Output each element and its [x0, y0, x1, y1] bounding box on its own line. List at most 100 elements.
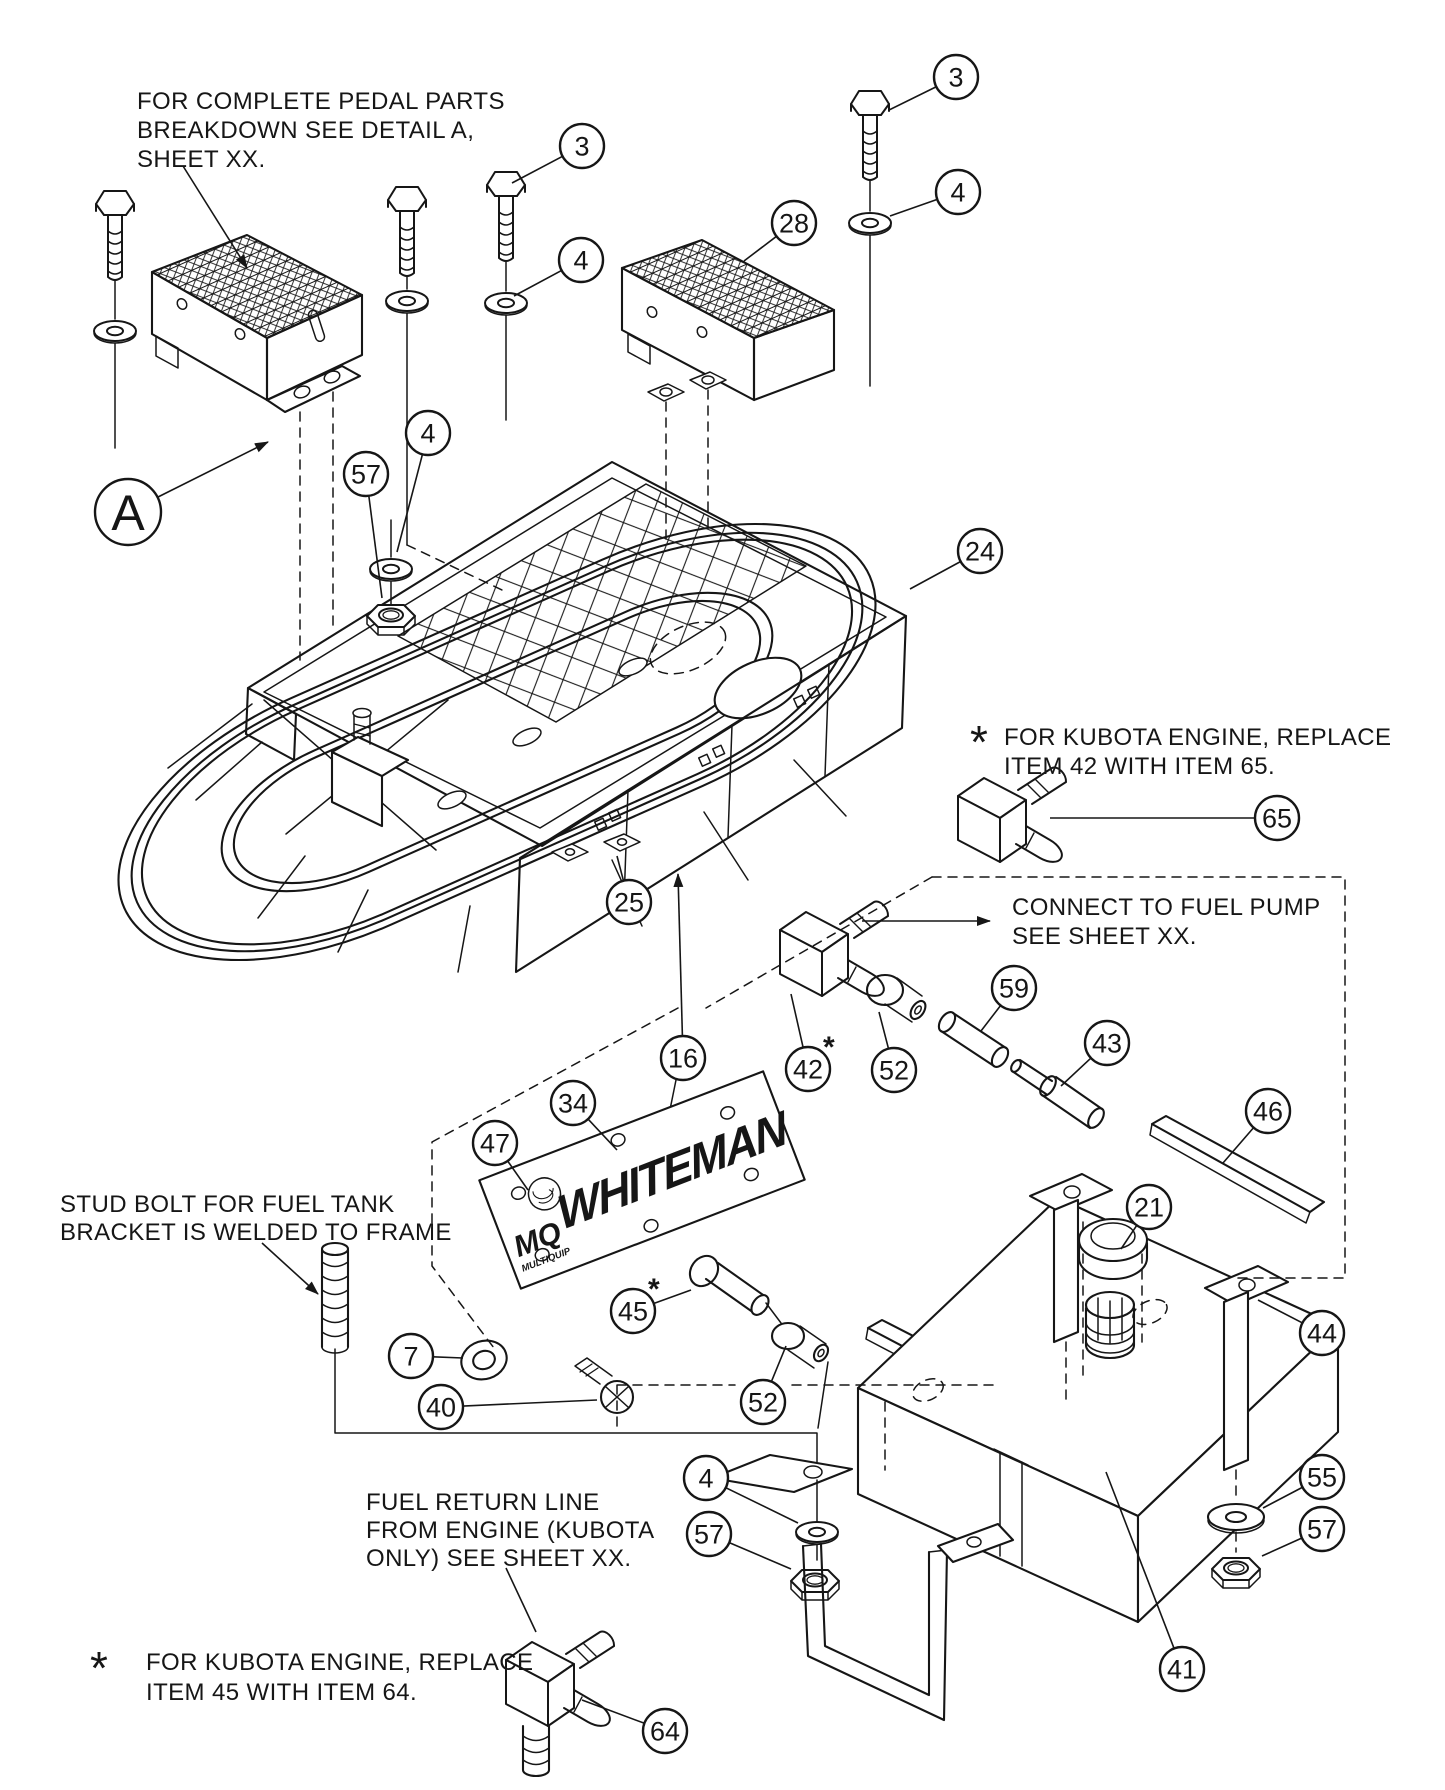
callout-55: 55 [1262, 1453, 1346, 1509]
grommet-52-lower [765, 1302, 830, 1429]
callout-leader [396, 454, 424, 553]
stud-bolt [320, 1241, 350, 1354]
annotation-line: STUD BOLT FOR FUEL TANK [60, 1191, 395, 1218]
callout-number: 40 [426, 1393, 456, 1423]
callout-leader [587, 1118, 618, 1151]
callout-number: 59 [999, 974, 1029, 1004]
callout-leader [1060, 1057, 1092, 1087]
callout-number: 42 [793, 1055, 823, 1085]
frame-deck [246, 460, 908, 848]
callout-leader [157, 441, 269, 498]
callout-number: 24 [965, 537, 995, 567]
callout-40: 40 [417, 1383, 598, 1431]
callout-circle [990, 964, 1038, 1012]
callout-leader [1105, 1471, 1175, 1649]
callout-circle [784, 1045, 832, 1093]
elbow-fitting-64 [504, 1630, 616, 1778]
callout-number: 52 [879, 1056, 909, 1086]
callout-circle [1253, 794, 1301, 842]
washer-4-d [847, 211, 893, 237]
callout-number: 52 [748, 1388, 778, 1418]
callout-number: 45 [618, 1297, 648, 1327]
callout-circle [471, 1119, 519, 1167]
callout-4-bracket: 4 [682, 1454, 799, 1524]
fuel-hose-59 [937, 1011, 1010, 1068]
fuel-group-boundary [616, 876, 1346, 1429]
annotation-asterisk: * [970, 716, 988, 768]
frame-junction-block [330, 707, 410, 828]
callout-circle [1125, 1183, 1173, 1231]
callout-circle [557, 236, 605, 284]
annotation-line: BRACKET IS WELDED TO FRAME [60, 1219, 452, 1246]
callout-leader [743, 235, 777, 262]
callout-circle [641, 1707, 689, 1755]
annotation-asterisk: * [90, 1642, 108, 1694]
callout-leader [616, 855, 625, 881]
callout-circle [417, 1383, 465, 1431]
callout-number: 34 [558, 1089, 588, 1119]
callout-leader [1262, 1486, 1303, 1509]
callout-circle [342, 450, 390, 498]
callout-circle [387, 1332, 435, 1380]
callout-circle [558, 122, 606, 170]
stud-reference-line [334, 1348, 818, 1463]
callout-number: 25 [614, 888, 644, 918]
callout-circle [956, 527, 1004, 575]
callout-65: 65 [1050, 794, 1301, 842]
callout-layer: 34283445724652542*5259434616344745*52740… [93, 53, 1346, 1755]
fuel-cap-21 [1077, 1217, 1149, 1379]
grommet-52-upper [865, 973, 927, 1023]
callout-43: 43 [1060, 1019, 1131, 1087]
annotation-line: FUEL RETURN LINE [366, 1489, 600, 1516]
tank-strap-44 [1203, 1264, 1290, 1553]
callout-circle [1298, 1453, 1346, 1501]
callout-leader [513, 269, 562, 297]
annotation-line: SEE SHEET XX. [1012, 923, 1197, 950]
strip-46-upper [1149, 1114, 1326, 1224]
callout-leader [462, 1399, 598, 1407]
callout-leader [1261, 1537, 1303, 1557]
callout-number: 57 [694, 1520, 724, 1550]
callout-number: 65 [1262, 804, 1292, 834]
callout-leader [368, 495, 383, 599]
callout-number: 16 [668, 1044, 698, 1074]
callout-leader [653, 1289, 692, 1305]
callout-number: 28 [779, 209, 809, 239]
washer-4-b [384, 289, 430, 315]
callout-circle [770, 199, 818, 247]
callout-7: 7 [387, 1332, 464, 1380]
callout-21: 21 [1120, 1183, 1173, 1250]
callout-3-right: 3 [888, 53, 980, 111]
pedal-box-2 [620, 238, 836, 546]
annotation-line: BREAKDOWN SEE DETAIL A, [137, 117, 474, 144]
callout-circle [659, 1034, 707, 1082]
callout-circle [1298, 1505, 1346, 1553]
callout-leader [889, 198, 938, 217]
callout-asterisk: * [823, 1031, 835, 1064]
callout-number: 4 [420, 419, 435, 449]
callout-number: 3 [574, 132, 589, 162]
callout-57-bracket: 57 [685, 1510, 792, 1570]
callout-number: 7 [403, 1342, 418, 1372]
washer-4-a [92, 319, 138, 345]
callout-leader [1120, 1224, 1138, 1250]
callout-59: 59 [980, 964, 1038, 1032]
callout-number: 4 [573, 246, 588, 276]
callout-45: 45* [609, 1273, 692, 1335]
plate-projection-outline [431, 1007, 679, 1353]
callout-circle [93, 477, 163, 547]
callout-circle [870, 1046, 918, 1094]
callout-47: 47 [471, 1119, 529, 1191]
callout-circle [682, 1454, 730, 1502]
pedal-box-1 [150, 233, 364, 661]
annotation-line: FROM ENGINE (KUBOTA [366, 1517, 655, 1544]
callout-circle [934, 168, 982, 216]
callout-leader [770, 1345, 787, 1382]
callout-number: 44 [1307, 1319, 1337, 1349]
annotation-line: ITEM 42 WITH ITEM 65. [1004, 753, 1275, 780]
